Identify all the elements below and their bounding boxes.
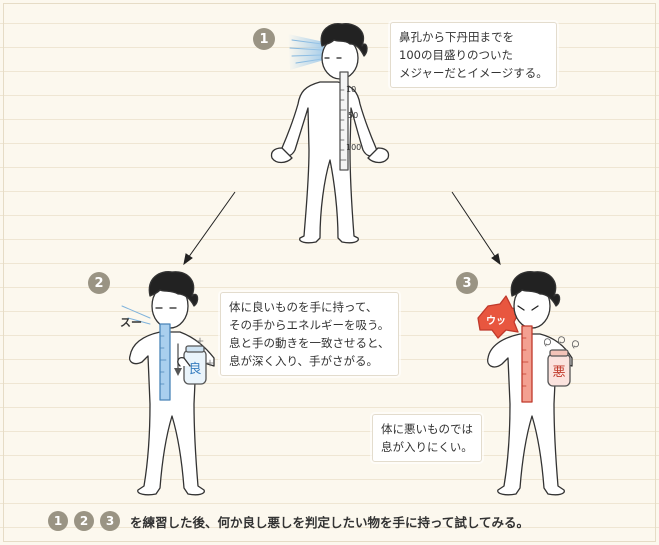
step-1-line: 100の目盛りのついた xyxy=(399,48,513,62)
step-badge-1: 1 xyxy=(253,28,275,50)
page-frame xyxy=(3,3,656,542)
step-2-line: 体に良いものを手に持って、 xyxy=(229,300,378,314)
choke-sound: ウッ xyxy=(486,315,506,327)
footer-instruction: 1 2 3 を練習した後、何か良し悪しを判定したい物を手に持って試してみる。 xyxy=(48,509,529,533)
ruler-tick-10: 10 xyxy=(346,85,356,94)
good-jar-label: 良 xyxy=(188,361,201,377)
step-2-note: 体に良いものを手に持って、 その手からエネルギーを吸う。 息と手の動きを一致させ… xyxy=(220,292,399,376)
inhale-sound: スー xyxy=(120,316,142,329)
footer-text: を練習した後、何か良し悪しを判定したい物を手に持って試してみる。 xyxy=(130,514,530,530)
step-1-note: 鼻孔から下丹田までを 100の目盛りのついた メジャーだとイメージする。 xyxy=(390,22,557,88)
breath-lines-2 xyxy=(121,305,151,325)
arrow-to-step-3 xyxy=(451,191,501,266)
footer-badge-3: 3 xyxy=(100,511,120,531)
step-2-line: 息が深く入り、手がさがる。 xyxy=(229,354,379,368)
step-1-line: メジャーだとイメージする。 xyxy=(399,66,548,80)
figure-2 xyxy=(121,271,215,496)
choke-burst xyxy=(477,295,521,339)
step-3-line: 体に悪いものでは xyxy=(381,422,473,436)
arrow-to-step-2 xyxy=(183,191,236,266)
step-1-line: 鼻孔から下丹田までを xyxy=(399,30,514,44)
step-2-line: その手からエネルギーを吸う。 xyxy=(229,318,390,332)
step-badge-3: 3 xyxy=(456,272,478,294)
figure-1 xyxy=(270,23,390,244)
step-3-note: 体に悪いものでは 息が入りにくい。 xyxy=(372,414,482,462)
bad-jar-label: 悪 xyxy=(552,365,565,380)
footer-badge-2: 2 xyxy=(74,511,94,531)
step-2-line: 息と手の動きを一致させると、 xyxy=(229,336,390,350)
footer-badge-1: 1 xyxy=(48,511,68,531)
step-3-line: 息が入りにくい。 xyxy=(381,440,473,454)
figure-3 xyxy=(477,271,579,496)
step-badge-2: 2 xyxy=(88,272,110,294)
ruler-tick-50: 50 xyxy=(348,111,358,120)
ruler-tick-100: 100 xyxy=(346,143,361,152)
